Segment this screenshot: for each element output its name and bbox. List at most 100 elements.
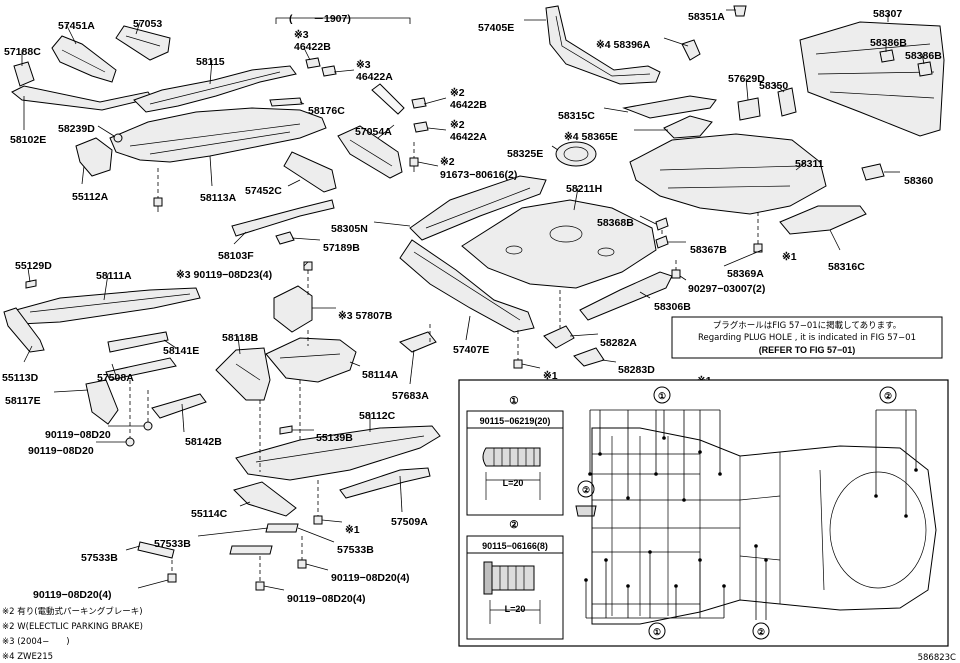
- part-58360: [861, 163, 885, 181]
- footnote-4: ※4 ZWE215: [2, 652, 53, 662]
- part-58176C: [269, 97, 303, 107]
- part-label-46422B_b: 46422B: [450, 99, 487, 111]
- part-label-58102E: 58102E: [10, 134, 46, 146]
- plug-hole-notice: プラグホールはFIG 57−01に掲載してあります。 Regarding PLU…: [671, 316, 943, 359]
- part-57189B: [275, 231, 295, 245]
- part-58350: [777, 87, 797, 117]
- part-label-58117E: 58117E: [5, 395, 41, 407]
- part-label-58350: 58350: [759, 80, 788, 92]
- part-58396A: [681, 39, 701, 61]
- part-label-90297: 90297−03007(2): [688, 283, 765, 295]
- part-57188C: [13, 61, 35, 87]
- part-label-58325E: 58325E: [507, 148, 543, 160]
- bolt-90119-08D23: [303, 261, 313, 271]
- part-46422A-a: [321, 65, 337, 77]
- part-57451A: [51, 35, 117, 83]
- part-label-90119_08D23: ※3 90119−08D23(4): [176, 269, 272, 281]
- arrow-pointer: [371, 83, 405, 115]
- detail-callout-2-bottom: ②: [757, 627, 765, 637]
- bolt-x1-c: [313, 515, 323, 525]
- part-57509A: [339, 467, 431, 499]
- footnote-3: ※3 (2004− ): [2, 637, 70, 647]
- bolt-91673: [409, 157, 419, 172]
- part-58141E: [107, 331, 169, 353]
- part-57407E: [399, 239, 535, 333]
- part-58311: [629, 133, 827, 215]
- part-58211H: [461, 199, 657, 289]
- part-label-55113D: 55113D: [2, 372, 39, 384]
- assembly-lines: [129, 142, 759, 582]
- part-label-58311: 58311: [795, 158, 824, 170]
- part-label-57407E: 57407E: [453, 344, 489, 356]
- part-label-58305N: 58305N: [331, 223, 368, 235]
- part-label-58283D: 58283D: [618, 364, 655, 376]
- part-58305N: [409, 175, 547, 241]
- part-label-m2c: ※2: [440, 156, 455, 168]
- part-label-46422A_a: 46422A: [356, 71, 393, 83]
- part-55114C: [233, 481, 297, 517]
- part-label-57451A: 57451A: [58, 20, 95, 32]
- part-label-90119_08D20_a: 90119−08D20: [45, 429, 111, 441]
- part-label-m3b: ※3: [356, 59, 371, 71]
- part-57405E: [545, 5, 661, 85]
- part-label-58386B_a: 58386B: [870, 37, 907, 49]
- part-label-m1b: ※1: [543, 370, 558, 382]
- part-label-57807B: ※3 57807B: [338, 310, 393, 322]
- part-57053: [115, 25, 171, 61]
- part-label-58141E: 58141E: [163, 345, 199, 357]
- part-label-58115: 58115: [196, 56, 225, 68]
- part-label-57405E: 57405E: [478, 22, 514, 34]
- part-57533B-b: [229, 545, 273, 555]
- part-label-58211H: 58211H: [566, 183, 602, 195]
- footnote-1: ※2 有り(電動式パーキングブレーキ): [2, 606, 143, 617]
- part-label-58239D: 58239D: [58, 123, 95, 135]
- part-label-57188C: 57188C: [4, 46, 41, 58]
- plug-2-length: L=20: [505, 604, 526, 614]
- footnote-2: ※2 W(ELECTLIC PARKING BRAKE): [2, 622, 143, 632]
- part-57807B: [273, 285, 313, 333]
- floor-plan-outline: [591, 427, 937, 625]
- part-label-58112C: 58112C: [359, 410, 396, 422]
- part-58102E: [11, 85, 153, 111]
- part-label-58386B_b: 58386B: [905, 50, 942, 62]
- detail-callout-2-head: ②: [509, 519, 519, 531]
- notice-en: Regarding PLUG HOLE , it is indicated in…: [698, 333, 916, 343]
- bolt-90119-08D20-4: [167, 559, 307, 591]
- part-58112C: [235, 425, 441, 481]
- part-58142B: [151, 393, 207, 419]
- part-label-46422B_a: 46422B: [294, 41, 331, 53]
- part-55139B: [279, 425, 293, 435]
- part-58367B: [655, 235, 669, 249]
- part-label-58307: 58307: [873, 8, 902, 20]
- figure-code: 586823C: [918, 653, 956, 663]
- plug-1-icon: [482, 447, 541, 500]
- part-57533B-c: [137, 541, 175, 559]
- part-label-58282A: 58282A: [600, 337, 637, 349]
- part-58114A: [265, 337, 357, 383]
- part-label-58111A: 58111A: [96, 270, 132, 282]
- part-label-57054A: 57054A: [355, 126, 392, 138]
- part-label-58306B: 58306B: [654, 301, 691, 313]
- part-55112A: [75, 137, 113, 177]
- part-label-57533B_b: 57533B: [337, 544, 374, 556]
- part-label-57452C: 57452C: [245, 185, 282, 197]
- part-label-57629D: 57629D: [728, 73, 765, 85]
- plug-2-icon: [483, 561, 541, 624]
- part-label-58351A: 58351A: [688, 11, 725, 23]
- part-label-58176C: 58176C: [308, 105, 345, 117]
- detail-callout-1-bottom: ①: [653, 627, 661, 637]
- part-label-58316C: 58316C: [828, 261, 865, 273]
- part-58325E: [555, 141, 597, 167]
- detail-callout-1-head: ①: [509, 395, 519, 407]
- part-58315C: [622, 95, 717, 119]
- bolt-x1-a: [153, 197, 163, 212]
- part-label-58369A: 58369A: [727, 268, 764, 280]
- bolt-x1-b: [513, 359, 523, 369]
- part-label-90119_08D20_b: 90119−08D20: [28, 445, 94, 457]
- notice-ref: (REFER TO FIG 57−01): [759, 345, 856, 355]
- part-58306B: [579, 271, 673, 321]
- part-46422B-a: [305, 57, 321, 69]
- part-label-90119_08D20_4b: 90119−08D20(4): [33, 589, 112, 601]
- part-label-57189B: 57189B: [323, 242, 360, 254]
- part-58115: [133, 65, 297, 113]
